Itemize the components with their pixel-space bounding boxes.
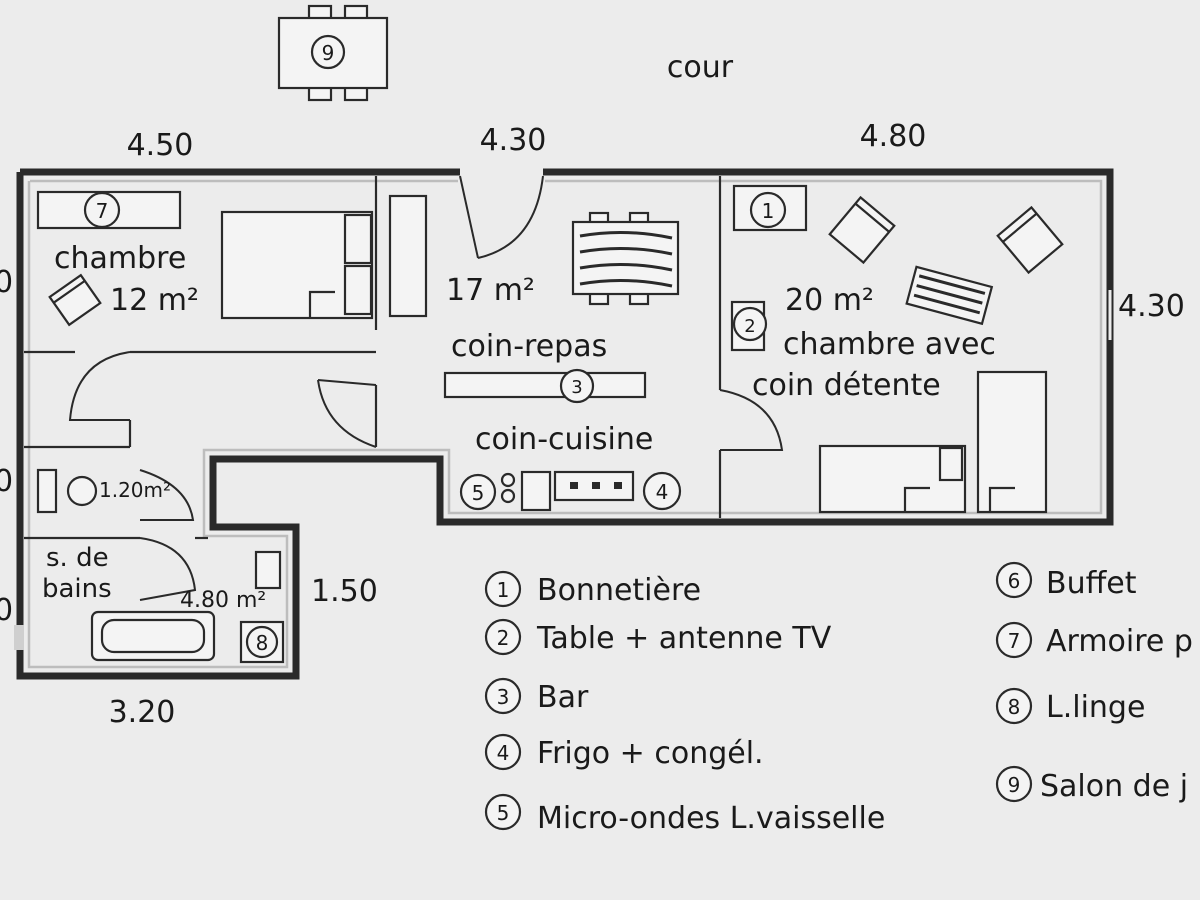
- wc: 1.20m²: [36, 468, 171, 514]
- kitchen-area: 17 m²: [446, 273, 535, 308]
- edge-fragment-2: 0: [0, 464, 13, 499]
- legend-text: Table + antenne TV: [536, 621, 832, 656]
- legend-text: Salon de j: [1040, 769, 1188, 804]
- legend-number: 8: [1008, 695, 1021, 719]
- legend-number: 9: [1008, 773, 1021, 797]
- marker-1: 1: [762, 199, 775, 223]
- dimensions: 4.50 4.30 4.80 4.30 1.50 3.20 0 0 0: [0, 119, 1185, 730]
- walls: [14, 168, 1114, 680]
- bathroom: 8 s. de bains 4.80 m²: [42, 543, 285, 664]
- marker-7: 7: [96, 199, 109, 223]
- edge-fragment-1: 0: [0, 265, 13, 300]
- bedroom: 7 chambre 12 m²: [36, 190, 374, 327]
- marker-2: 2: [744, 316, 755, 337]
- legend-item: 4 Frigo + congél.: [484, 733, 764, 771]
- dim-top-middle: 4.30: [480, 123, 547, 158]
- legend-number: 6: [1008, 569, 1021, 593]
- marker-8: 8: [256, 631, 269, 655]
- bath-name-line1: s. de: [46, 543, 109, 573]
- dim-bottom: 3.20: [109, 695, 176, 730]
- legend-text: Buffet: [1046, 566, 1137, 601]
- legend-text: Bar: [537, 680, 589, 715]
- legend-number: 1: [497, 578, 510, 602]
- marker-3: 3: [571, 377, 582, 398]
- kitchen: 3 5 4 17 m² coin-repas coin-cuisine: [388, 194, 682, 512]
- legend-number: 3: [497, 685, 510, 709]
- legend-item: 8 L.linge: [995, 687, 1145, 725]
- legend-number: 2: [497, 626, 510, 650]
- kitchen-corner-label: coin-cuisine: [475, 422, 653, 457]
- bath-area: 4.80 m²: [180, 588, 266, 613]
- dim-bath-right: 1.50: [311, 574, 378, 609]
- big-room-name-line1: chambre avec: [783, 327, 996, 362]
- bath-name-line2: bains: [42, 574, 112, 604]
- legend-item: 2 Table + antenne TV: [484, 618, 832, 656]
- edge-fragment-3: 0: [0, 593, 13, 628]
- bedroom-area: 12 m²: [110, 283, 199, 318]
- legend-number: 7: [1008, 629, 1021, 653]
- legend-text: Bonnetière: [537, 573, 701, 608]
- legend-item: 7 Armoire p: [995, 621, 1193, 659]
- big-room-name-line2: coin détente: [752, 368, 941, 403]
- legend-item: 5 Micro-ondes L.vaisselle: [484, 793, 885, 836]
- legend-item: 9 Salon de j: [995, 765, 1188, 804]
- dim-right: 4.30: [1118, 289, 1185, 324]
- wc-area: 1.20m²: [99, 478, 171, 502]
- legend-text: Micro-ondes L.vaisselle: [537, 801, 885, 836]
- big-room-area: 20 m²: [785, 283, 874, 318]
- bedroom-name: chambre: [54, 241, 186, 276]
- legend-text: Frigo + congél.: [537, 736, 764, 771]
- legend-text: L.linge: [1046, 690, 1145, 725]
- legend-number: 4: [497, 741, 510, 765]
- legend-text: Armoire p: [1046, 624, 1193, 659]
- legend-number: 5: [497, 801, 510, 825]
- marker-9-table: 9: [322, 41, 335, 65]
- legend-item: 3 Bar: [484, 677, 589, 715]
- legend: 1 Bonnetière 2 Table + antenne TV 3 Bar …: [484, 561, 1193, 836]
- legend-item: 1 Bonnetière: [484, 570, 701, 608]
- dim-top-left: 4.50: [127, 128, 194, 163]
- courtyard-label: cour: [667, 50, 734, 85]
- marker-4: 4: [656, 480, 669, 504]
- garden-table: 9: [277, 4, 389, 102]
- dim-top-right: 4.80: [860, 119, 927, 154]
- big-room: 1 2 20 m² chambre avec coin détente: [730, 184, 1064, 514]
- legend-item: 6 Buffet: [995, 561, 1137, 601]
- dining-corner-label: coin-repas: [451, 329, 607, 364]
- marker-5: 5: [472, 481, 485, 505]
- doors: [68, 175, 784, 601]
